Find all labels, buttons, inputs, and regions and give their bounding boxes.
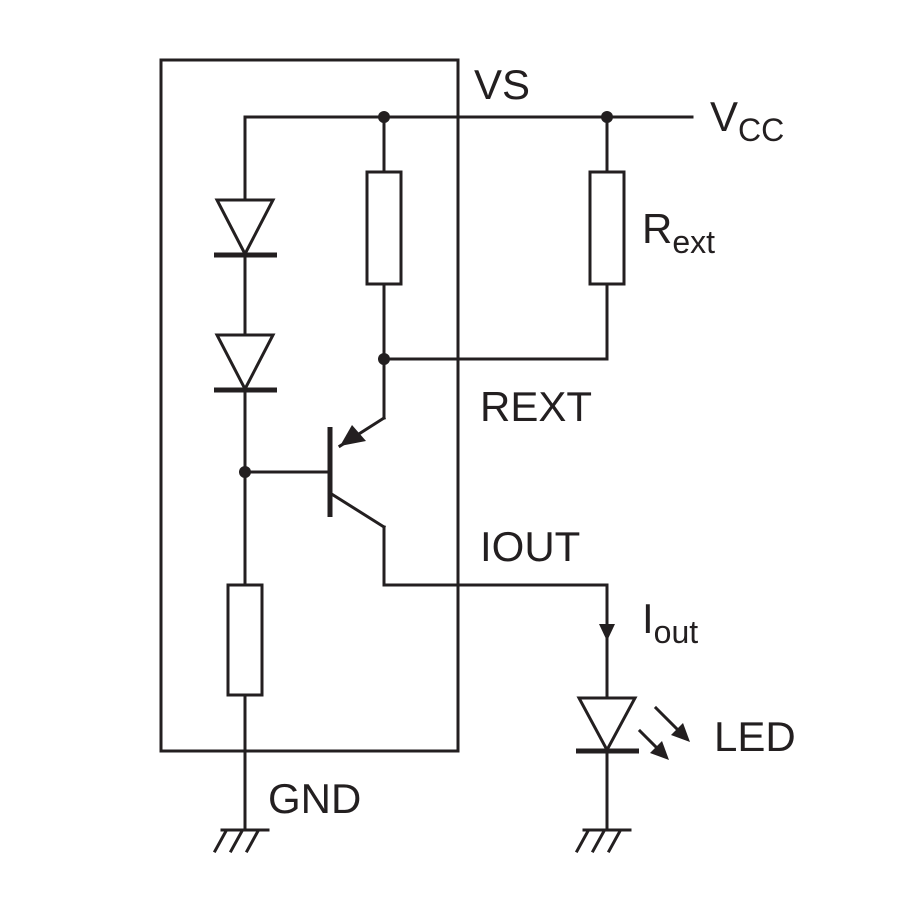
rext-label-main: R	[642, 205, 673, 252]
vcc-label-main: V	[710, 93, 739, 140]
internal-resistor-bottom	[226, 583, 264, 697]
gnd-symbol-right	[574, 828, 632, 854]
iout-current-main: I	[642, 595, 654, 642]
led-diode	[576, 696, 690, 760]
external-resistor	[588, 170, 626, 286]
vcc-label: VCC	[710, 93, 784, 147]
diode-2	[214, 333, 277, 393]
iout-pin-label: IOUT	[480, 523, 581, 570]
vcc-label-sub: CC	[738, 112, 785, 149]
rext-resistor-label: Rext	[642, 205, 715, 259]
iout-current-sub: out	[653, 614, 699, 651]
pnp-transistor	[243, 415, 387, 587]
rext-label-sub: ext	[672, 224, 716, 261]
gnd-pin-label: GND	[268, 775, 362, 822]
iout-current-label: Iout	[642, 595, 698, 649]
internal-resistor-top	[365, 170, 403, 286]
current-arrow	[599, 624, 615, 641]
rext-pin-label: REXT	[480, 383, 593, 430]
gnd-symbol-left	[212, 828, 270, 854]
vs-pin-label: VS	[474, 61, 531, 108]
diode-1	[214, 198, 277, 258]
ic-package-outline	[159, 58, 460, 753]
led-label: LED	[714, 713, 796, 760]
